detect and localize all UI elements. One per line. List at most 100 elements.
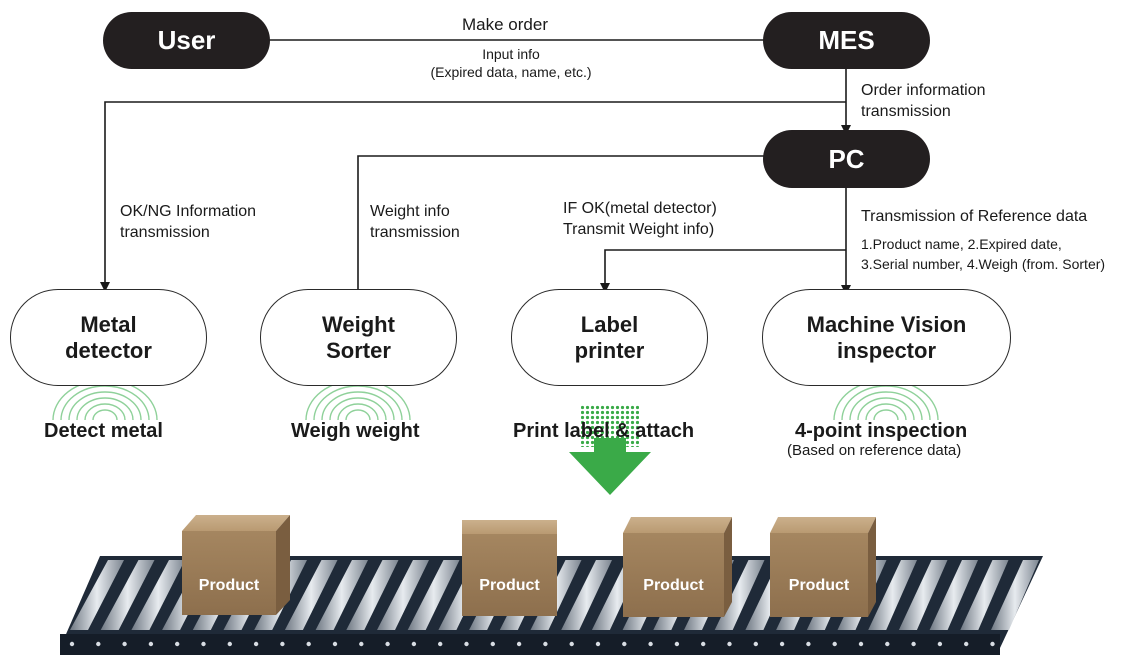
if-ok-line-2: Transmit Weight info) <box>563 221 715 238</box>
order-info-line-1: Order information <box>861 82 986 99</box>
conveyor-bolt <box>543 641 548 647</box>
conveyor-bolt <box>622 641 627 647</box>
reference-items-line-2: 3.Serial number, 4.Weigh (from. Sorter) <box>861 256 1106 272</box>
product-box-4 <box>770 517 876 617</box>
order-info-line-2: transmission <box>861 103 951 120</box>
conveyor-bolt <box>595 641 601 647</box>
conveyor-bolt <box>964 641 969 647</box>
product-label-1: Product <box>198 577 260 594</box>
conveyor-bolt <box>69 641 75 647</box>
conveyor-bolt <box>648 641 653 647</box>
conveyor-roller <box>407 560 460 630</box>
pc-printer-line <box>600 249 846 293</box>
conveyor-bolt <box>674 641 680 647</box>
conveyor-roller <box>131 560 185 630</box>
conveyor-roller <box>991 560 1039 630</box>
machine-vision-label-1: Machine Vision <box>806 311 967 337</box>
conveyor-bolt <box>885 641 890 647</box>
conveyor-roller <box>315 560 368 630</box>
print-label-label: Print label & attach <box>513 420 695 442</box>
reference-items-line-1: 1.Product name, 2.Expired date, <box>861 236 1062 252</box>
product-boxes <box>182 515 876 617</box>
input-info-line-1: Input info <box>482 46 540 62</box>
conveyor-bolt <box>122 641 127 647</box>
conveyor-roller <box>960 560 1009 630</box>
weight-info-line-1: Weight info <box>370 203 450 220</box>
inspection-label: 4-point inspection <box>795 420 968 442</box>
conveyor-roller <box>929 560 978 630</box>
vision-sensor-icon <box>833 379 939 421</box>
conveyor-bolt <box>359 641 364 647</box>
make-order-label: Make order <box>462 15 548 34</box>
product-box-3 <box>623 517 732 617</box>
conveyor-bolt <box>858 641 864 647</box>
label-printer-label-1: Label <box>580 311 639 337</box>
metal-detector-label-2: detector <box>65 337 152 363</box>
weigh-weight-label: Weigh weight <box>291 420 420 442</box>
input-info-label: Input info (Expired data, name, etc.) <box>424 45 598 81</box>
mes-node: MES <box>763 12 930 69</box>
product-box-1 <box>182 515 290 615</box>
machine-vision-label-2: inspector <box>836 337 937 363</box>
conveyor-roller <box>377 560 429 630</box>
conveyor-bolts <box>69 641 995 647</box>
conveyor-bolt <box>937 641 943 647</box>
product-label-2: Product <box>479 577 540 594</box>
weight-sorter-label-2: Sorter <box>326 337 391 363</box>
okng-info-line-2: transmission <box>120 224 210 241</box>
conveyor-bolt <box>438 641 443 647</box>
conveyor-bolt <box>779 641 785 647</box>
conveyor-bolt <box>806 641 811 647</box>
sorter-sensor-icon <box>305 379 411 421</box>
conveyor-roller <box>898 560 948 630</box>
conveyor-bolt <box>464 641 469 647</box>
conveyor-roller <box>70 560 124 630</box>
okng-info-line-1: OK/NG Information <box>120 203 257 220</box>
conveyor-bolt <box>727 641 732 647</box>
conveyor-bolt <box>832 641 837 647</box>
conveyor-roller <box>346 560 399 630</box>
weight-sorter-label-1: Weight <box>322 311 395 337</box>
weight-info-line-2: transmission <box>370 224 460 241</box>
if-ok-label: IF OK(metal detector) Transmit Weight in… <box>563 198 717 240</box>
product-label-4: Product <box>788 577 850 594</box>
conveyor-bolt <box>332 641 338 647</box>
mes-metal-line <box>100 101 846 292</box>
pc-node: PC <box>763 130 930 188</box>
conveyor-bolt <box>569 641 574 647</box>
conveyor-bolt <box>148 641 154 647</box>
okng-info-label: OK/NG Information transmission <box>120 201 256 243</box>
product-label-3: Product <box>643 577 704 594</box>
conveyor-roller <box>714 560 765 630</box>
conveyor-bolt <box>411 641 417 647</box>
conveyor-roller <box>561 560 612 630</box>
conveyor-roller <box>284 560 338 630</box>
inspection-note: (Based on reference data) <box>787 442 962 459</box>
print-down-arrow-icon <box>569 405 651 495</box>
sensor-waves <box>52 379 939 421</box>
conveyor-bolt <box>306 641 311 647</box>
weight-info-label: Weight info transmission <box>370 201 460 243</box>
conveyor-bolt <box>701 641 706 647</box>
label-printer-label-2: printer <box>574 337 645 363</box>
detect-metal-label: Detect metal <box>44 420 163 442</box>
connectors <box>100 39 851 295</box>
conveyor-bolt <box>753 641 758 647</box>
product-box-2 <box>462 520 557 616</box>
order-info-label: Order information transmission <box>861 80 986 122</box>
conveyor-roller <box>868 560 917 630</box>
conveyor-bolt <box>96 641 101 647</box>
conveyor-bolt <box>490 641 495 647</box>
conveyor-bolt <box>990 641 995 647</box>
metal-detector-label-1: Metal <box>80 311 137 337</box>
conveyor-bolt <box>175 641 180 647</box>
input-info-line-2: (Expired data, name, etc.) <box>430 64 592 80</box>
conveyor-bolt <box>911 641 916 647</box>
reference-data-title: Transmission of Reference data <box>861 208 1088 225</box>
sorter-pc-line <box>357 155 765 290</box>
